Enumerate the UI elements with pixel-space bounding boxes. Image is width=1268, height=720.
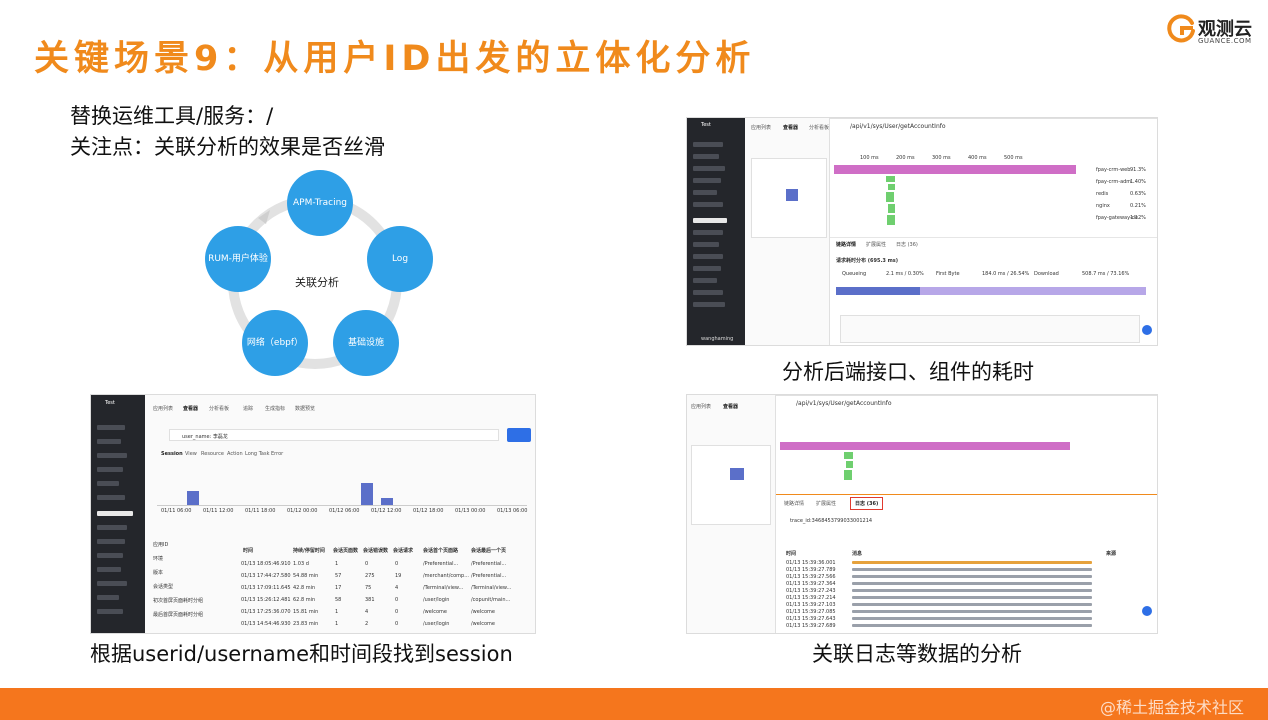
trace-detail-panel: /api/v1/sys/User/getAccountInfo 100 ms 2… xyxy=(829,118,1157,345)
root-span-bar[interactable] xyxy=(780,442,1070,450)
tab-attributes[interactable]: 扩展属性 xyxy=(816,501,837,507)
caption-session: 根据userid/username和时间段找到session xyxy=(90,642,513,666)
search-button[interactable] xyxy=(507,428,531,442)
slide-title: 关键场景9：从用户ID出发的立体化分析 xyxy=(34,39,756,79)
trace-detail-panel: /api/v1/sys/User/getAccountInfo 链路详情 扩展属… xyxy=(775,395,1157,633)
close-icon[interactable] xyxy=(1142,325,1152,335)
tab-explorer[interactable]: 查看器 xyxy=(783,125,799,131)
logo-subtitle: GUANCE.COM xyxy=(1198,37,1252,45)
caption-logs: 关联日志等数据的分析 xyxy=(812,642,1022,666)
tab-long-task[interactable]: Long Task xyxy=(245,451,270,457)
node-network-ebpf: 网络（ebpf） xyxy=(242,310,308,376)
session-bar[interactable] xyxy=(361,483,373,505)
session-bar[interactable] xyxy=(381,498,393,505)
tab-data-preview[interactable]: 数据预览 xyxy=(295,406,316,412)
search-input[interactable]: user_name: 李磊龙 xyxy=(169,429,499,441)
bullet-replace-tool: 替换运维工具/服务：/ xyxy=(70,104,274,128)
close-icon[interactable] xyxy=(1142,606,1152,616)
correlation-cycle-diagram: APM-Tracing Log 基础设施 网络（ebpf） RUM-用户体验 关… xyxy=(200,170,433,390)
mini-chart xyxy=(691,445,771,525)
tab-app-list[interactable]: 应用列表 xyxy=(751,125,772,131)
logo-name: 观测云 xyxy=(1198,19,1252,40)
tab-error[interactable]: Error xyxy=(271,451,284,457)
brand-logo: 观测云 GUANCE.COM xyxy=(1166,12,1258,48)
tab-tracking[interactable]: 追踪 xyxy=(243,406,254,412)
workspace-name: Test xyxy=(105,400,115,406)
tab-action[interactable]: Action xyxy=(227,451,243,457)
sidebar: Test wanghaming xyxy=(687,118,745,345)
session-bar[interactable] xyxy=(187,491,199,505)
trace-endpoint: /api/v1/sys/User/getAccountInfo xyxy=(796,400,892,407)
tab-logs[interactable]: 日志 (36) xyxy=(896,242,918,248)
screenshot-trace-analysis: Test wanghaming 应用列表 查看器 分析看板 /api/v1/sy… xyxy=(686,117,1158,346)
screenshot-session-explorer: Test 应用列表 查看器 分析看板 追踪 生成指标 数据预览 user_nam… xyxy=(90,394,536,634)
footer-bar xyxy=(0,688,1268,720)
timing-bar-firstbyte xyxy=(836,287,920,295)
tab-explorer[interactable]: 查看器 xyxy=(723,404,739,410)
tab-trace-detail[interactable]: 链路详情 xyxy=(784,501,805,507)
tab-session[interactable]: Session xyxy=(161,451,183,457)
trace-id-filter: trace_id:3468453799033001214 xyxy=(790,518,873,524)
tab-explorer[interactable]: 查看器 xyxy=(183,406,199,412)
timing-title: 请求耗时分布 (695.3 ms) xyxy=(836,258,899,264)
user-name: wanghaming xyxy=(701,336,734,342)
tab-logs-highlighted[interactable]: 日志 (36) xyxy=(850,497,884,510)
bullet-focus: 关注点：关联分析的效果是否丝滑 xyxy=(70,135,385,159)
node-rum: RUM-用户体验 xyxy=(205,226,271,292)
node-log: Log xyxy=(367,226,433,292)
screenshot-related-logs: 应用列表 查看器 /api/v1/sys/User/getAccountInfo… xyxy=(686,394,1158,634)
tab-dashboard[interactable]: 分析看板 xyxy=(209,406,230,412)
trace-endpoint: /api/v1/sys/User/getAccountInfo xyxy=(850,123,946,130)
caption-trace: 分析后端接口、组件的耗时 xyxy=(782,360,1034,384)
guance-logo-icon xyxy=(1167,14,1195,43)
mini-chart xyxy=(751,158,827,238)
tab-app-list[interactable]: 应用列表 xyxy=(691,404,712,410)
tab-dashboard[interactable]: 分析看板 xyxy=(809,125,830,131)
node-apm-tracing: APM-Tracing xyxy=(287,170,353,236)
tab-view[interactable]: View xyxy=(185,451,197,457)
tab-resource[interactable]: Resource xyxy=(201,451,224,457)
cycle-arrow-icon xyxy=(258,210,270,224)
watermark: @稀土掘金技术社区 xyxy=(1100,698,1245,717)
root-span-bar[interactable] xyxy=(834,165,1076,174)
tab-app-list[interactable]: 应用列表 xyxy=(153,406,174,412)
cycle-center-label: 关联分析 xyxy=(295,276,339,289)
tab-metrics[interactable]: 生成指标 xyxy=(265,406,286,412)
timing-bar-download xyxy=(920,287,1146,295)
tab-attributes[interactable]: 扩展属性 xyxy=(866,242,887,248)
sidebar: Test xyxy=(91,395,145,633)
tab-trace-detail[interactable]: 链路详情 xyxy=(836,242,857,248)
workspace-name: Test xyxy=(701,122,711,128)
node-infrastructure: 基础设施 xyxy=(333,310,399,376)
